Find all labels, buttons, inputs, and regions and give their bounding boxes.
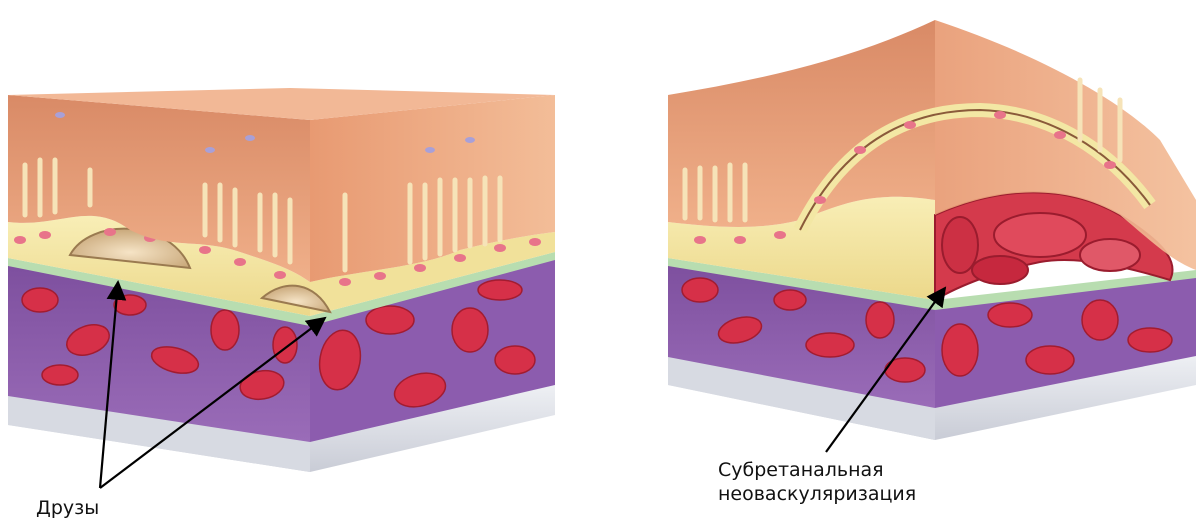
- cnv-label-line1: Субретанальная: [718, 458, 884, 482]
- drusen-label: Друзы: [36, 496, 99, 520]
- cnv-label-line2: неоваскуляризация: [718, 482, 916, 506]
- right-tissue-block: [668, 20, 1196, 440]
- left-tissue-block: [8, 88, 555, 472]
